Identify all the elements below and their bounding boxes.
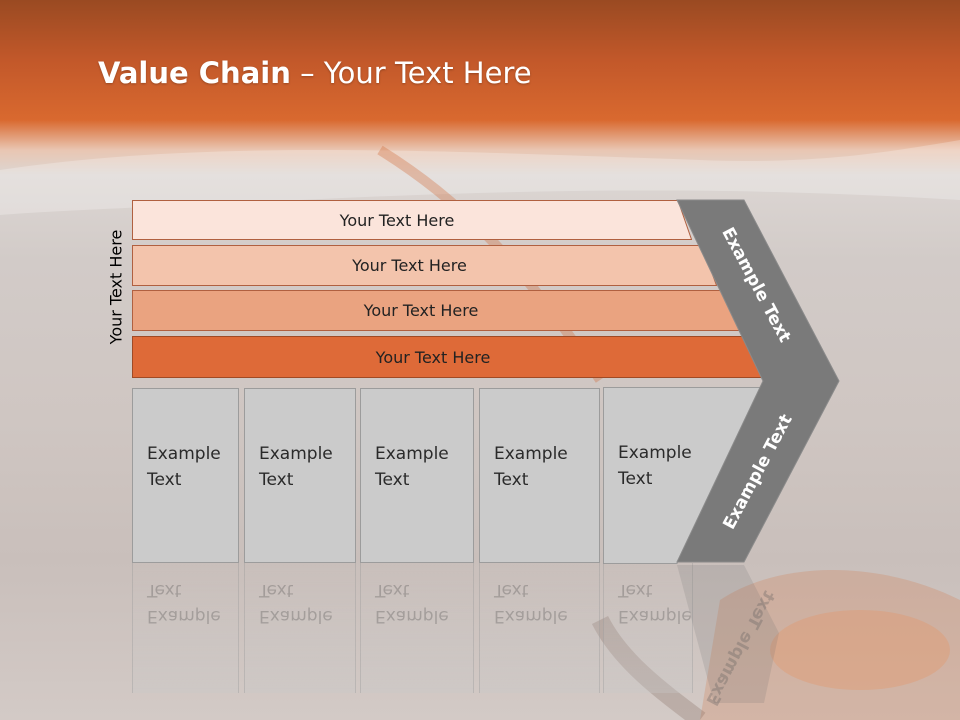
box-line1: Example	[494, 444, 568, 464]
box-line2: Text	[375, 470, 410, 490]
bar-label: Your Text Here	[375, 347, 491, 367]
side-label: Your Text Here	[106, 229, 126, 345]
title-rest: – Your Text Here	[290, 56, 532, 90]
box-line1: Example	[259, 444, 333, 464]
box-line1: Example	[375, 444, 449, 464]
bar-label: Your Text Here	[363, 301, 479, 320]
bar-4: Your Text Here	[132, 336, 764, 378]
box-line2: Text	[259, 470, 294, 490]
activity-box-5	[603, 387, 762, 564]
box-line1: Example	[147, 444, 221, 464]
bar-2: Your Text Here	[132, 245, 717, 286]
box-line2: Text	[494, 470, 529, 490]
slide-title: Value Chain – Your Text Here	[98, 56, 532, 90]
box-line1: Example	[618, 443, 692, 463]
bar-3: Your Text Here	[132, 290, 740, 331]
title-bold: Value Chain	[98, 56, 291, 90]
bar-label: Your Text Here	[352, 256, 467, 275]
box-line2: Text	[147, 470, 182, 490]
bar-1: Your Text Here	[132, 200, 692, 240]
box-line2: Text	[618, 469, 653, 489]
margin-chevron	[676, 199, 840, 563]
bar-label: Your Text Here	[339, 210, 455, 230]
